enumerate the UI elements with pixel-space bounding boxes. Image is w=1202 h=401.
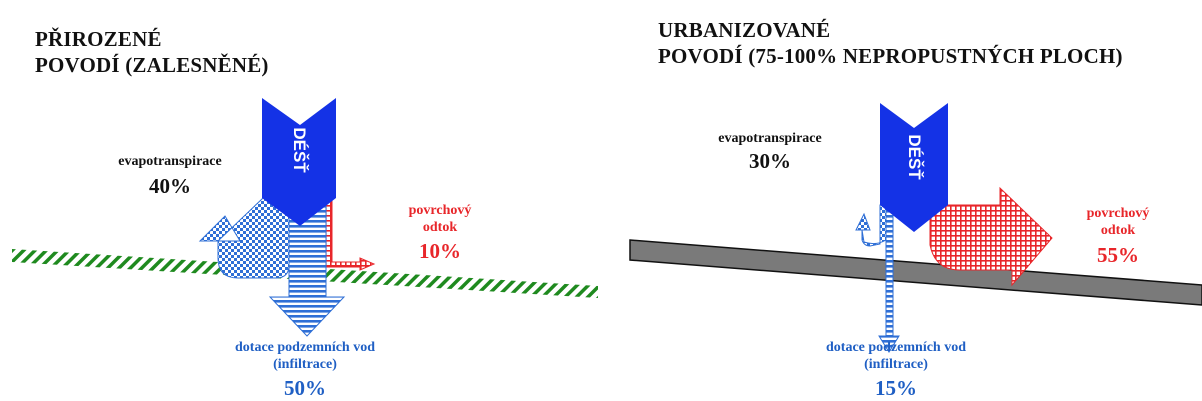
right-rain-arrow <box>880 103 948 232</box>
right-runoff-pct: 55% <box>1097 243 1139 267</box>
right-runoff-label1: povrchový <box>1086 206 1150 221</box>
right-infiltration-label1: dotace podzemních vod <box>826 340 966 355</box>
left-rain-arrow <box>262 98 336 226</box>
left-title-line2: POVODÍ (ZALESNĚNÉ) <box>35 53 269 77</box>
right-evapotranspiration-arrow <box>855 204 887 247</box>
left-infiltration-label2: (infiltrace) <box>273 357 337 372</box>
left-rain-label: DÉŠŤ <box>290 127 309 173</box>
left-infiltration-pct: 50% <box>284 376 326 400</box>
left-runoff-label1: povrchový <box>408 203 472 218</box>
left-infiltration-label1: dotace podzemních vod <box>235 340 375 355</box>
left-runoff-label2: odtok <box>422 220 458 235</box>
right-rain-label: DÉŠŤ <box>905 134 924 180</box>
right-title-line2: POVODÍ (75-100% NEPROPUSTNÝCH PLOCH) <box>658 44 1123 68</box>
right-runoff-arrow <box>929 186 1053 287</box>
right-runoff-label2: odtok <box>1100 223 1136 238</box>
right-infiltration-label2: (infiltrace) <box>864 357 928 372</box>
left-title-line1: PŘIROZENÉ <box>35 27 162 51</box>
left-evapo-pct: 40% <box>149 174 191 198</box>
right-evapo-pct: 30% <box>749 149 791 173</box>
left-runoff-arrow <box>325 197 376 271</box>
right-infiltration-arrow <box>878 204 900 353</box>
right-title-line1: URBANIZOVANÉ <box>658 18 831 42</box>
right-evapo-label: evapotranspirace <box>718 131 822 146</box>
left-runoff-pct: 10% <box>419 239 461 263</box>
left-evapotranspiration-arrow <box>198 197 290 279</box>
left-infiltration-arrow <box>268 197 346 337</box>
left-evapo-label: evapotranspirace <box>118 154 222 169</box>
right-infiltration-pct: 15% <box>875 376 917 400</box>
